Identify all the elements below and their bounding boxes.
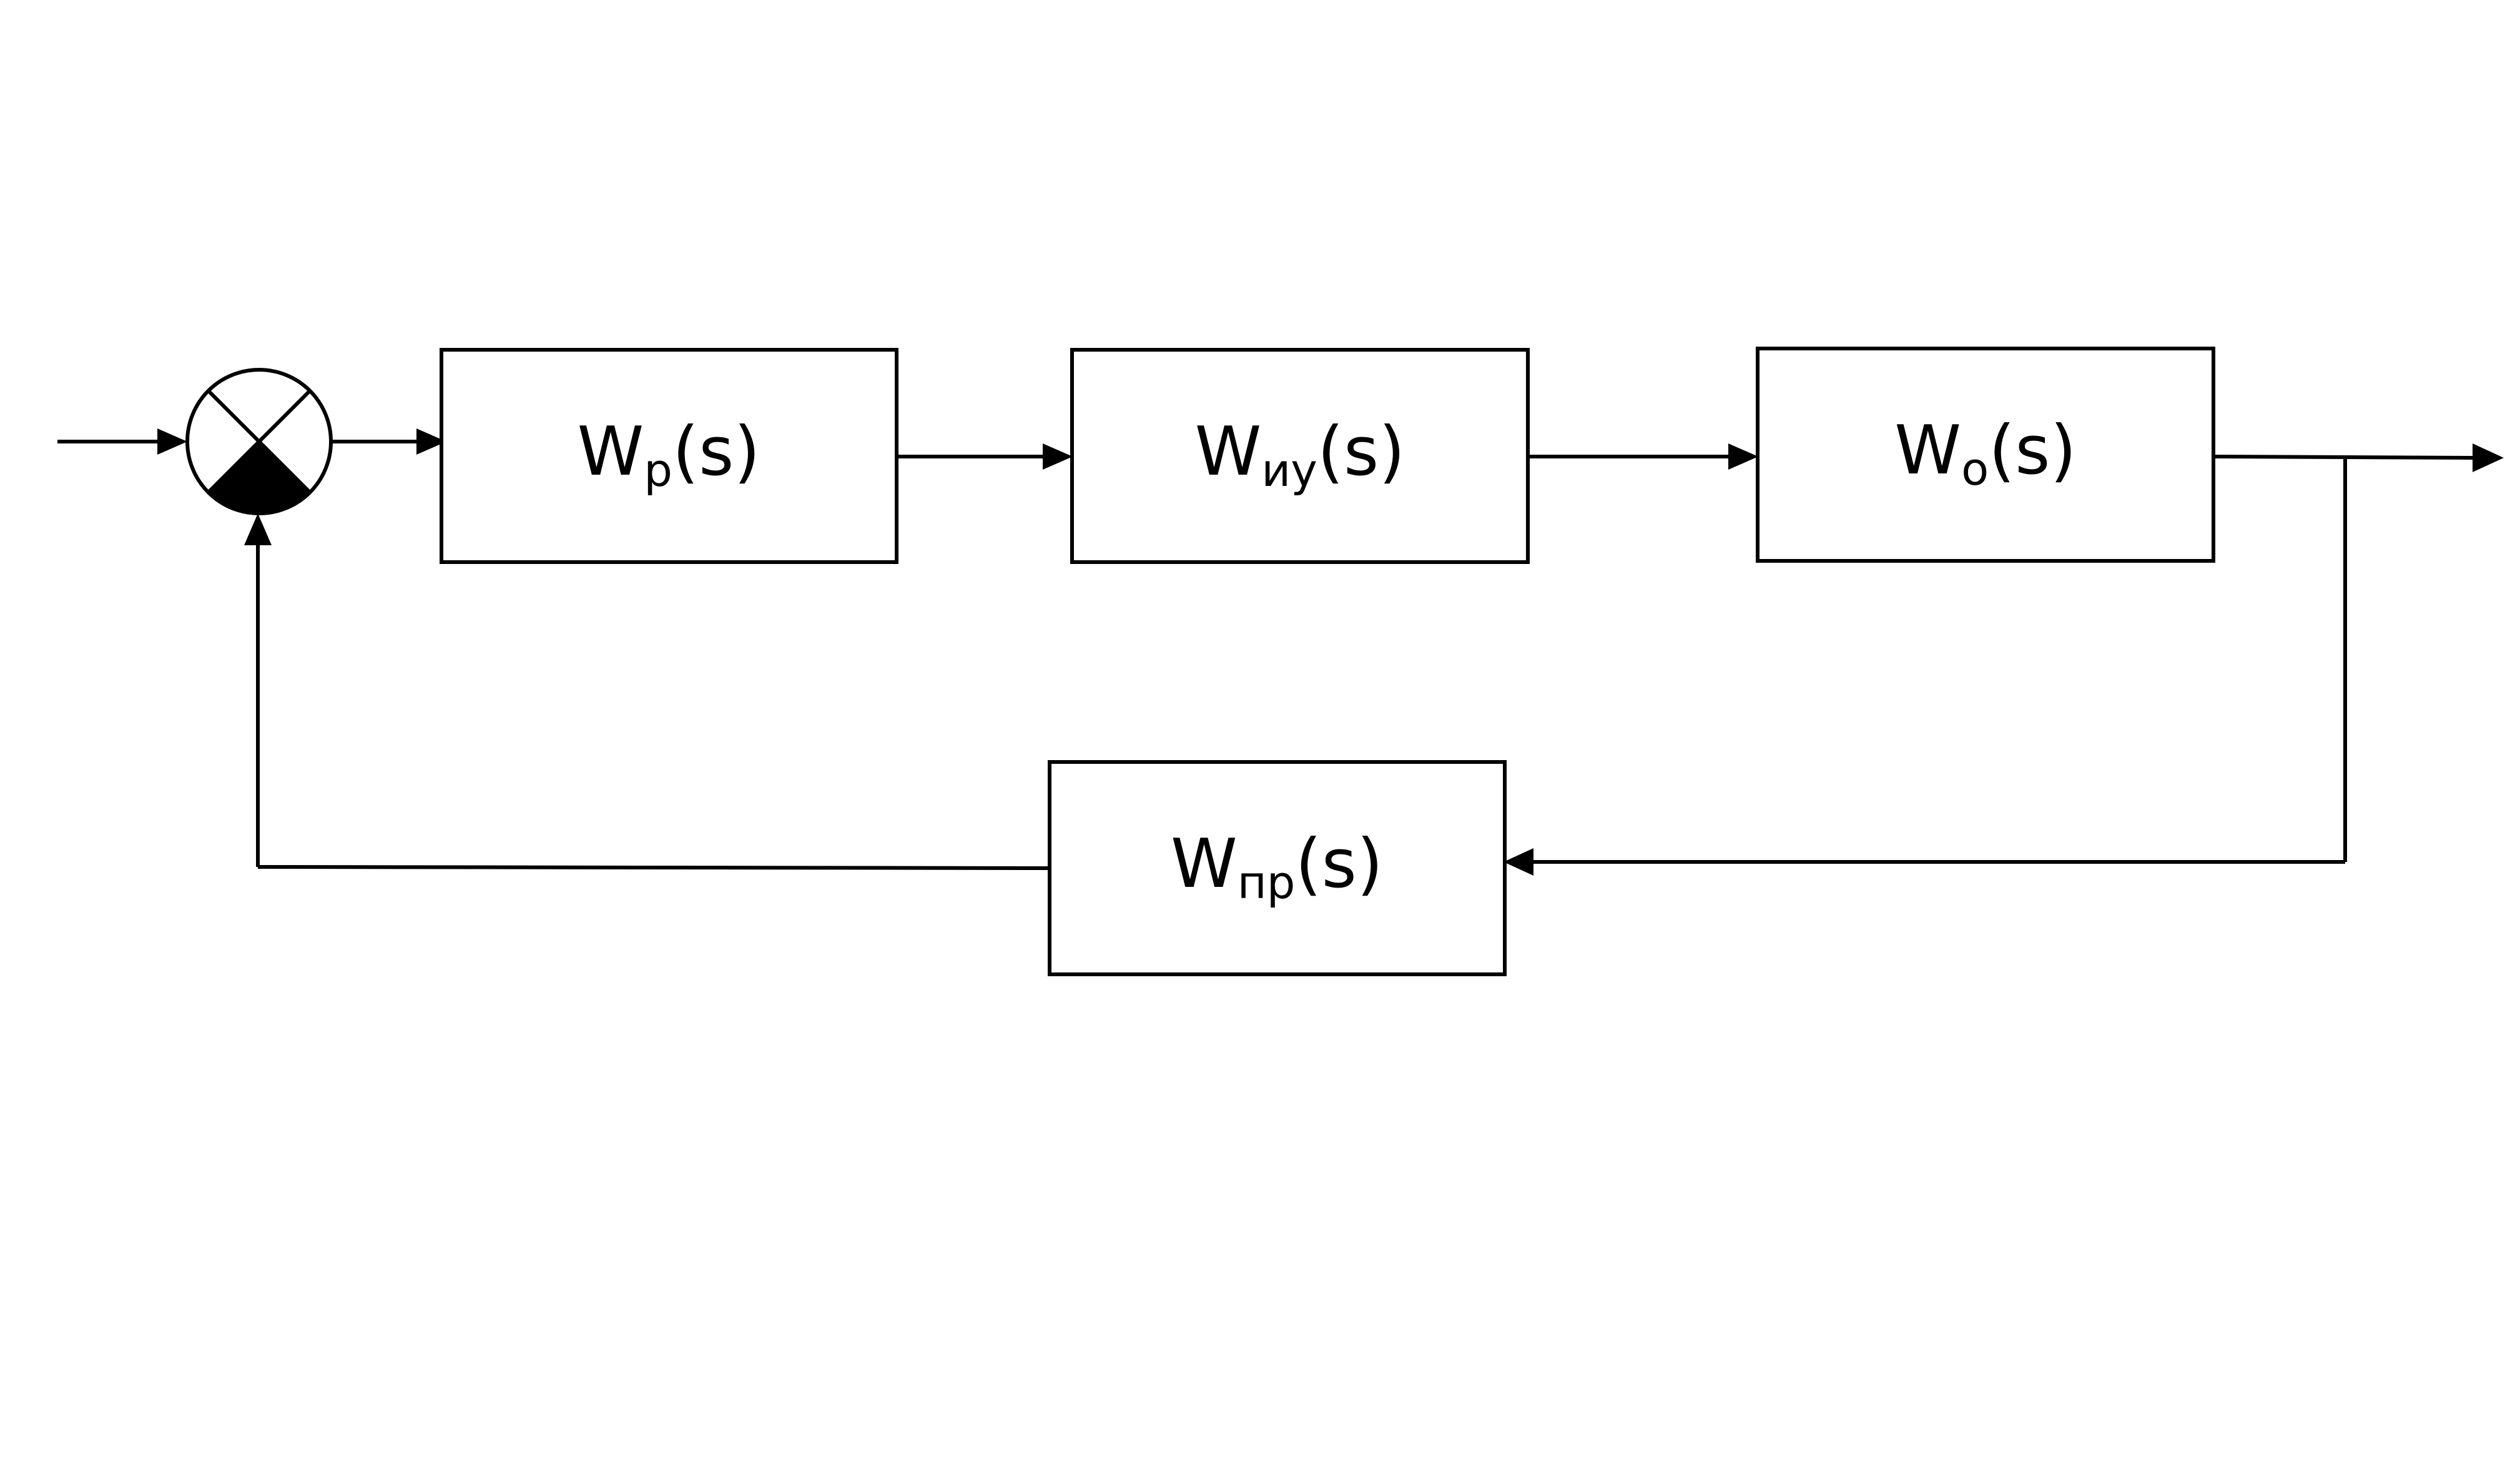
controller-subscript: р [644,444,672,497]
svg-text:Wиу(s): Wиу(s) [1195,413,1405,497]
transducer-argument: (s) [1296,825,1384,903]
actuator-symbol: W [1195,413,1262,491]
feedback-to-sum-arrow [244,513,1050,870]
input-arrow [57,428,187,455]
svg-text:Wпр(s): Wпр(s) [1171,825,1383,909]
plant-subscript: о [1961,443,1989,495]
svg-text:Wр(s): Wр(s) [577,413,760,497]
controller-symbol: W [577,413,644,491]
plant-symbol: W [1894,412,1961,490]
summing-junction [185,368,333,515]
transducer-block: Wпр(s) [1048,760,1507,976]
svg-text:Wо(s): Wо(s) [1894,412,2076,495]
actuator-argument: (s) [1317,413,1405,491]
actuator-block: Wиу(s) [1070,348,1530,564]
plant-block: Wо(s) [1756,347,2215,563]
plant-argument: (s) [1989,412,2077,490]
actuator-subscript: иу [1261,444,1317,497]
sum-to-controller-arrow [331,428,446,455]
summing-junction-diagonal [207,389,312,494]
transducer-subscript: пр [1238,856,1296,909]
controller-block: Wр(s) [440,348,898,564]
controller-argument: (s) [672,413,760,491]
summing-junction-shaded-sector [209,442,310,513]
transducer-symbol: W [1171,825,1238,903]
output-arrow [2213,443,2504,472]
actuator-to-plant-arrow [1528,443,1758,470]
controller-to-actuator-arrow [897,443,1073,470]
feedback-branch-to-transducer [1504,457,2347,876]
